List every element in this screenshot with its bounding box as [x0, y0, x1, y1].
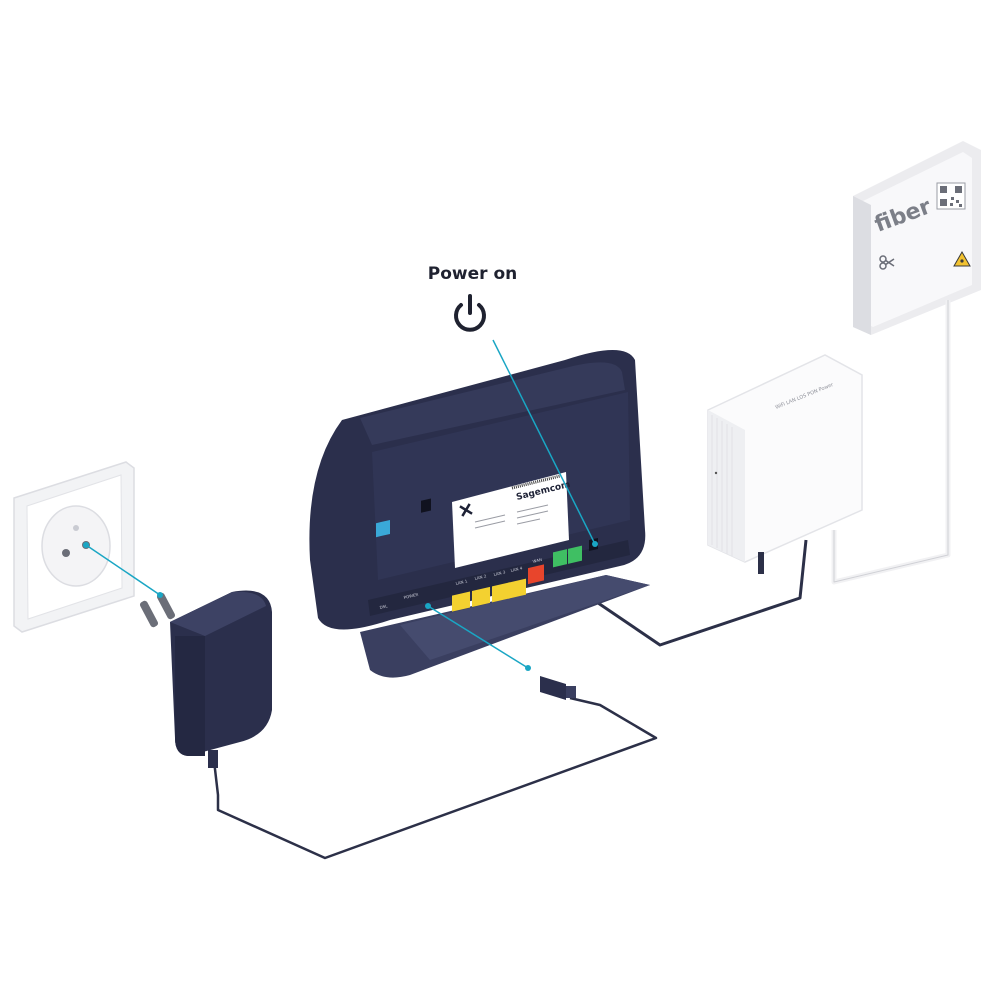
laser-warning-icon — [953, 250, 971, 267]
pointer-power-button — [492, 339, 596, 545]
power-label: POWER — [403, 592, 419, 600]
adapter-prong-1 — [139, 600, 159, 628]
power-cable — [211, 696, 658, 860]
lan1-port — [452, 591, 470, 612]
lan2-port — [472, 586, 490, 608]
fiber-wall-outlet: fiber — [853, 141, 981, 335]
qr-code — [936, 182, 966, 210]
dsl-port — [376, 519, 390, 538]
power-icon — [454, 294, 486, 332]
pointer-power-port — [427, 605, 529, 669]
callout-pointers — [83, 339, 598, 671]
power-port — [421, 498, 431, 513]
pointer-socket — [85, 544, 161, 596]
lan3-port — [492, 582, 510, 603]
router-label-sticker: Sagemcom — [452, 472, 571, 568]
lan4-port — [508, 578, 526, 599]
wan-label: WAN — [532, 557, 542, 564]
lan3-label: LAN 3 — [493, 569, 506, 577]
wan-port — [528, 564, 544, 585]
wall-socket — [13, 461, 135, 633]
brand-logo-icon — [459, 503, 473, 517]
power-on-title: Power on — [427, 264, 518, 284]
power-adapter — [139, 590, 658, 860]
router-device: Sagemcom — [309, 350, 650, 678]
lan1-label: LAN 1 — [455, 578, 468, 586]
green-port-1 — [553, 549, 567, 568]
lan2-label: LAN 2 — [474, 573, 487, 581]
ont-cable-plug — [758, 552, 764, 574]
adapter-cable-strain — [208, 750, 218, 768]
scissors-icon — [879, 255, 895, 270]
adapter-prong-2 — [156, 592, 176, 620]
ethernet-cable — [572, 539, 808, 647]
dsl-label: DSL — [379, 603, 389, 610]
ont-device: WiFi LAN LOS PON Power — [707, 354, 863, 563]
lan4-label: LAN 4 — [510, 565, 523, 573]
green-port-2 — [568, 545, 582, 564]
